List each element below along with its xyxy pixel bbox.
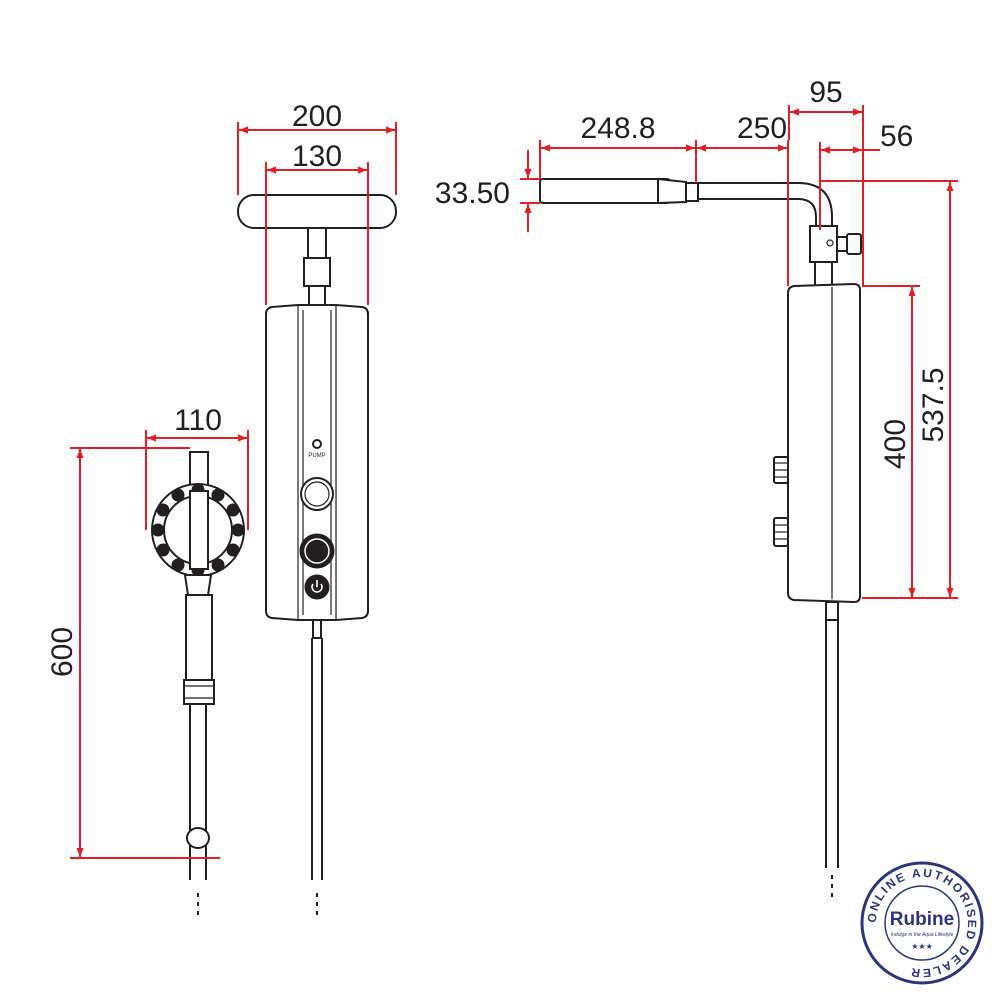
dimension-600-label: 600 — [46, 627, 79, 677]
side-wall-fitting — [836, 236, 848, 252]
side-head-nut — [685, 182, 699, 202]
front-shower-head — [237, 194, 397, 229]
dimension-130: 130 — [265, 140, 369, 305]
side-cable-gland — [825, 601, 839, 621]
dimension-95-label: 95 — [809, 76, 842, 109]
dimension-200: 200 — [237, 100, 397, 195]
dimension-110-label: 110 — [174, 404, 222, 437]
heater-body-front — [265, 304, 369, 621]
handset-view — [151, 451, 245, 918]
front-arm-upper — [307, 227, 327, 259]
handset-hose-clip — [186, 827, 210, 849]
dimension-110: 110 — [145, 404, 249, 530]
dimension-56-label: 56 — [880, 120, 913, 153]
dimension-537-5: 537.5 — [820, 180, 958, 597]
dimension-56: 56 — [819, 120, 913, 230]
front-arm-joint — [303, 257, 331, 287]
dimension-33-50-label: 33.50 — [435, 177, 510, 210]
side-wall-knob — [846, 233, 862, 255]
front-view: PUMP — [237, 194, 397, 918]
front-cable-gland — [312, 619, 322, 639]
dimension-200-label: 200 — [292, 100, 342, 133]
side-view — [539, 177, 862, 900]
dimension-130-label: 130 — [292, 140, 342, 173]
dimension-400-label: 400 — [879, 419, 912, 469]
heater-body-side — [787, 282, 861, 604]
dimension-248-8: 248.8 — [539, 112, 697, 183]
handset-handle — [185, 594, 213, 681]
dimension-33-50: 33.50 — [435, 150, 540, 232]
side-head-neck — [657, 177, 687, 205]
pump-knob — [300, 477, 334, 511]
authorised-dealer-badge: ONLINE AUTHORISED DEALER Rubine Indulge … — [860, 861, 984, 985]
power-icon — [311, 580, 323, 593]
badge-stars: ★★★ — [911, 942, 933, 951]
dimension-400: 400 — [862, 285, 958, 599]
dimension-250-label: 250 — [737, 112, 787, 145]
pump-indicator-light — [312, 439, 322, 449]
dimension-537-5-label: 537.5 — [917, 367, 950, 442]
pump-label: PUMP — [308, 453, 325, 459]
handset-stem-through — [189, 490, 209, 570]
dimension-250: 250 — [697, 112, 789, 286]
dimension-95: 95 — [788, 76, 864, 286]
handset-neck — [183, 574, 213, 596]
handset-collar — [183, 679, 215, 705]
badge-brand: Rubine — [890, 909, 954, 930]
dimension-248-8-label: 248.8 — [580, 112, 655, 145]
badge-tagline: Indulge in the Aqua Lifestyle — [891, 932, 954, 938]
dimension-600: 600 — [46, 447, 220, 859]
side-shower-head — [539, 178, 671, 204]
